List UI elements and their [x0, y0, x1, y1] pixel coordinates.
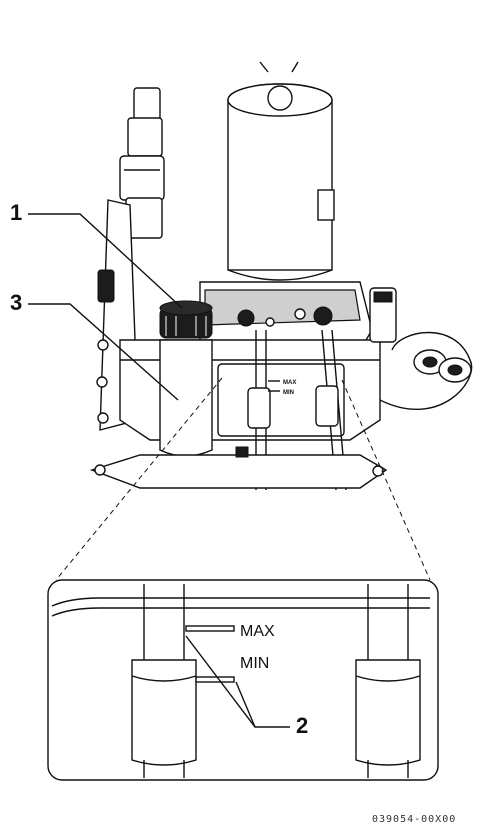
min-mark-small: MIN [283, 390, 294, 396]
callout-3: 3 [10, 290, 179, 401]
callout-number-2: 2 [296, 713, 308, 738]
base-plate [89, 446, 388, 489]
oil-reservoir [159, 300, 213, 457]
callout-2: 2 [185, 635, 308, 738]
level-window: MAX MIN [217, 363, 345, 437]
detail-panel: MAX MIN [47, 579, 439, 781]
electric-motor [227, 61, 335, 281]
power-cable [140, 8, 276, 93]
max-mark-small: MAX [283, 380, 296, 386]
callout-number-1: 1 [10, 200, 22, 225]
detail-projection [55, 377, 431, 581]
callout-1: 1 [10, 200, 183, 309]
min-mark-detail: MIN [240, 655, 269, 672]
max-mark-detail: MAX [240, 623, 275, 640]
ring-terminals [369, 287, 473, 411]
callout-number-3: 3 [10, 290, 22, 315]
cable-connector [119, 87, 165, 239]
reference-code: 039054-00X00 [372, 814, 456, 825]
